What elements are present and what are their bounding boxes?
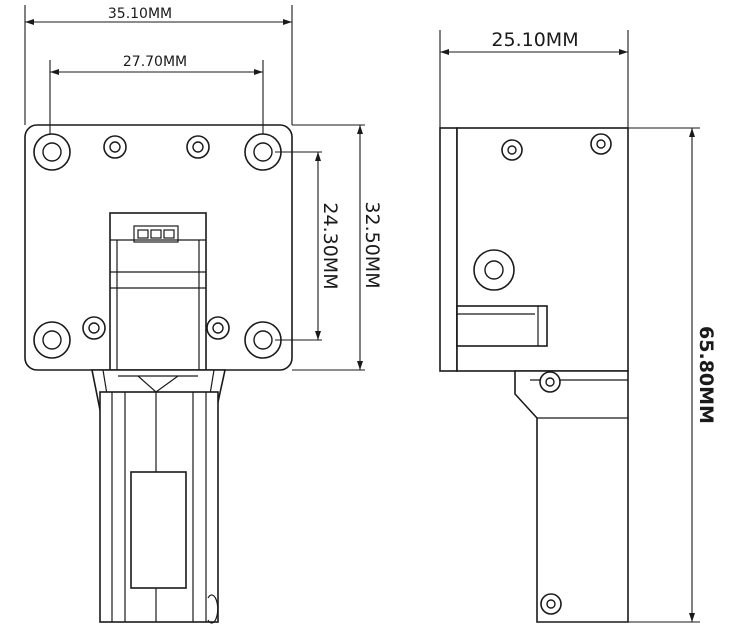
dim-line-side-width	[440, 49, 628, 55]
side-motor-body	[514, 370, 629, 623]
side-output-hub	[473, 249, 515, 291]
dim-line-side-total-height	[689, 128, 695, 622]
front-mount-hole-tl	[33, 133, 71, 171]
front-view: 35.10MM 27.70MM	[24, 5, 383, 624]
front-mount-hole-br	[244, 321, 282, 359]
side-shaft	[456, 305, 548, 347]
side-view: 25.10MM	[439, 29, 717, 623]
front-mount-hole-bl	[33, 321, 71, 359]
dim-front-width: 35.10MM	[108, 6, 172, 22]
front-gearbox-body	[91, 369, 226, 624]
side-plate-edge	[439, 127, 458, 372]
dim-line-hole-spacing-v	[315, 152, 321, 340]
dim-side-total-height: 65.80MM	[695, 326, 717, 424]
dim-front-height: 32.50MM	[361, 201, 383, 288]
front-connector	[109, 212, 207, 371]
dim-side-width: 25.10MM	[491, 29, 578, 51]
dim-hole-spacing-h: 27.70MM	[123, 54, 187, 70]
front-screw	[82, 135, 230, 340]
dim-hole-spacing-v: 24.30MM	[319, 202, 341, 289]
dim-line-hole-spacing-h	[50, 69, 263, 75]
dim-line-front-width	[25, 19, 292, 25]
dim-line-front-height	[357, 125, 363, 370]
side-screw	[501, 133, 612, 161]
